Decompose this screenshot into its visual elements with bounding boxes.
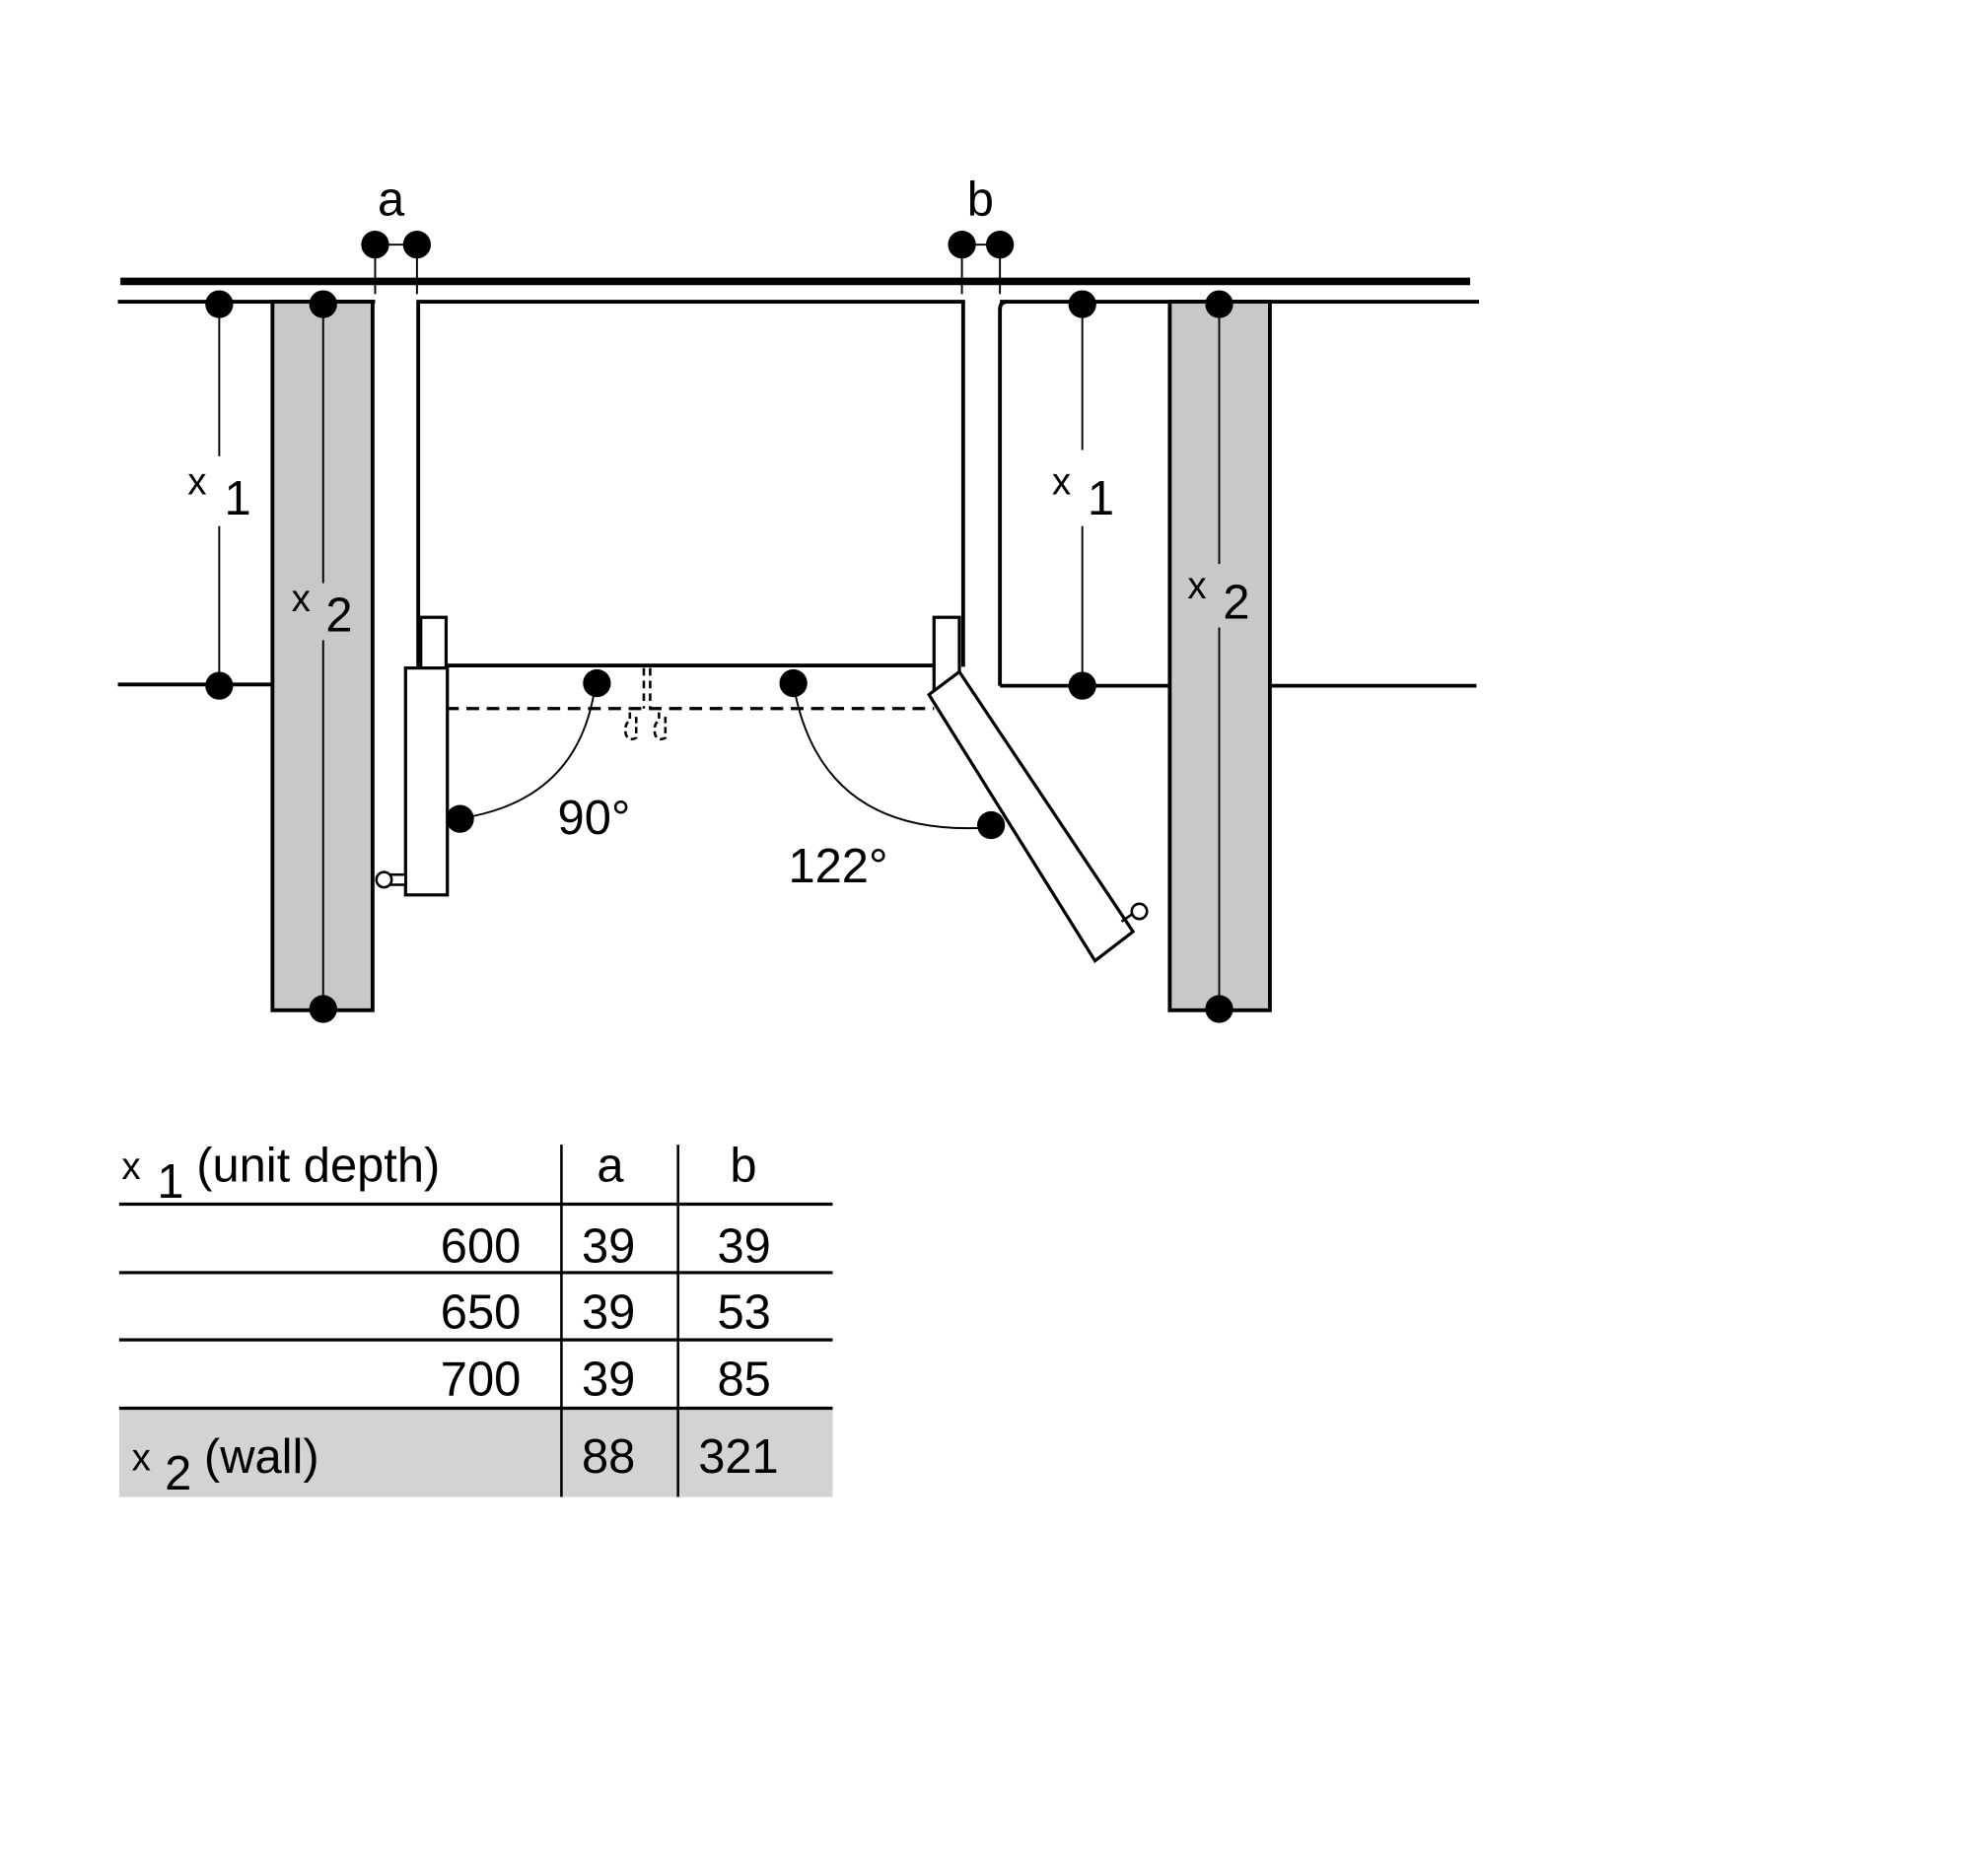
swing-arc-122 bbox=[793, 690, 987, 830]
table-row-b: 39 bbox=[718, 1220, 771, 1274]
swing-arc-90 bbox=[464, 690, 596, 819]
clearance-table: x 1 (unit depth) a b 600 39 39 650 39 53… bbox=[118, 1139, 833, 1500]
gap-a-label: a bbox=[378, 174, 405, 227]
table-header-label: (unit depth) bbox=[196, 1139, 440, 1192]
table-row-a: 39 bbox=[582, 1286, 635, 1340]
right-door-open-122 bbox=[927, 669, 1136, 963]
dimension-dot bbox=[1205, 995, 1233, 1023]
x2-left-subscript: 2 bbox=[325, 589, 352, 642]
gap-b-label: b bbox=[967, 174, 994, 227]
table-header-col-b: b bbox=[730, 1139, 756, 1192]
x1-left-subscript: 1 bbox=[225, 472, 251, 525]
table-footer-label: (wall) bbox=[204, 1430, 319, 1484]
hidden-handle-right-icon bbox=[653, 712, 668, 741]
table-header-col-a: a bbox=[597, 1139, 624, 1192]
x2-right-label: x bbox=[1187, 565, 1206, 607]
table-footer-b: 321 bbox=[698, 1430, 778, 1484]
angle-90-label: 90° bbox=[558, 792, 631, 845]
x1-right-label: x bbox=[1052, 460, 1071, 503]
left-door-open-90 bbox=[403, 666, 450, 897]
dimension-dot bbox=[1068, 671, 1096, 700]
table-row-depth: 650 bbox=[441, 1286, 521, 1340]
dimension-dot bbox=[309, 995, 337, 1023]
arc-dot bbox=[779, 668, 808, 698]
left-door-handle-icon bbox=[375, 870, 393, 889]
table-row-depth: 600 bbox=[441, 1220, 521, 1274]
table-footer-background bbox=[118, 1408, 833, 1497]
table-footer-sub: 2 bbox=[165, 1447, 191, 1500]
table-header-x: x bbox=[121, 1146, 140, 1188]
table-row-a: 39 bbox=[582, 1354, 635, 1407]
dimension-dot bbox=[1068, 290, 1096, 318]
dimension-dot bbox=[1205, 290, 1233, 318]
dimension-dot bbox=[309, 290, 337, 318]
x2-left-label: x bbox=[292, 578, 311, 620]
table-row-a: 39 bbox=[582, 1220, 635, 1274]
table-row-depth: 700 bbox=[441, 1354, 521, 1407]
table-footer-a: 88 bbox=[582, 1430, 635, 1484]
x1-left-label: x bbox=[187, 460, 206, 503]
arc-dot bbox=[977, 810, 1006, 840]
table-row-b: 53 bbox=[718, 1286, 771, 1340]
hidden-handle-left-icon bbox=[623, 712, 638, 741]
right-cabinet-outline bbox=[998, 300, 1008, 686]
x1-right-subscript: 1 bbox=[1088, 472, 1114, 525]
table-footer-x: x bbox=[132, 1437, 151, 1480]
dimension-dot bbox=[205, 290, 234, 318]
angle-122-label: 122° bbox=[788, 840, 887, 893]
table-header-sub: 1 bbox=[157, 1155, 183, 1209]
dimension-dot bbox=[205, 671, 234, 700]
table-row-b: 85 bbox=[718, 1354, 771, 1407]
x2-right-subscript: 2 bbox=[1223, 576, 1249, 629]
arc-dot bbox=[446, 804, 474, 833]
right-door-handle-icon bbox=[1130, 902, 1149, 921]
appliance-body bbox=[416, 300, 965, 667]
arc-dot bbox=[583, 668, 611, 698]
